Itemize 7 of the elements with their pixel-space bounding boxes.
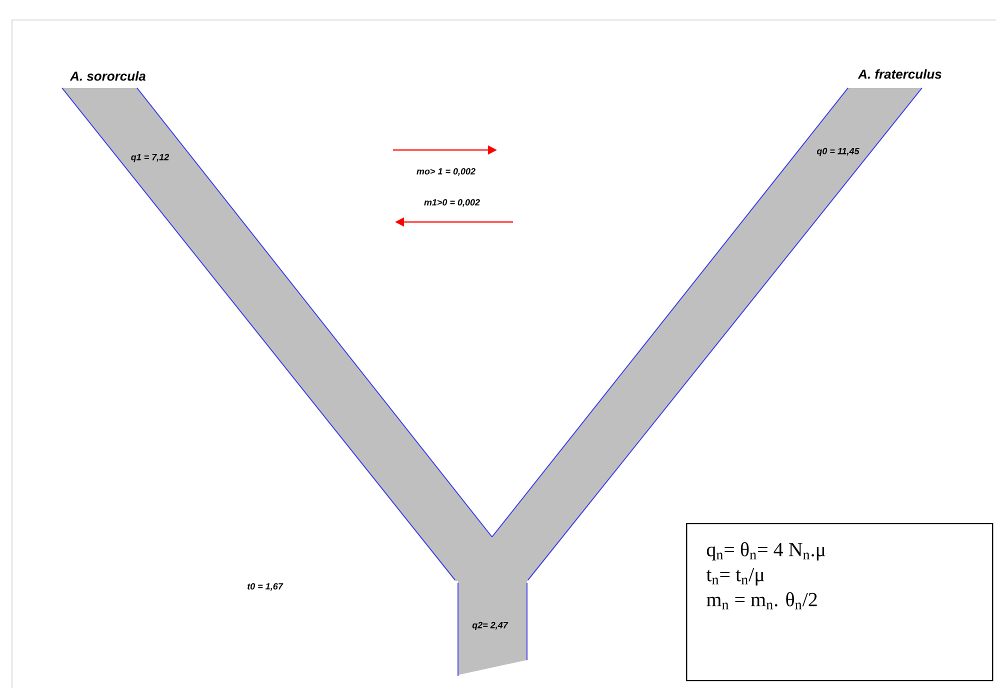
time-label: mo> 1 = 0,002	[416, 168, 476, 176]
node-label: q2= 2,47	[472, 622, 508, 630]
node-label: A. sororcula	[70, 71, 146, 81]
population-band: q2= 2,47	[458, 580, 528, 676]
formula-box: q$_{n}$= θ$_{n}$= 4 N$_{n}$.μ t$_{n}$= t$_{n}$/μ m$_{n}$ = m$_{n}$. θ$_{n}$/2	[686, 522, 994, 682]
node-label: A. fraterculus	[858, 69, 942, 79]
time-label: m1>0 = 0,002	[424, 199, 480, 207]
